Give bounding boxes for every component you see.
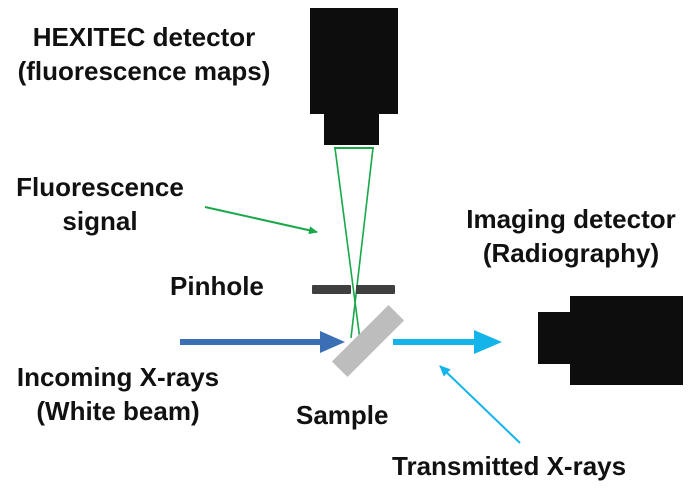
pinhole-plate-right xyxy=(356,285,395,294)
sample-label: Sample xyxy=(296,400,389,430)
imaging-detector-nose xyxy=(538,312,574,364)
sample-plate xyxy=(331,304,405,378)
fluorescence-cone-top xyxy=(334,147,374,149)
fluorescence-signal-label-line1: Fluorescence xyxy=(16,172,184,202)
incoming-beam-head xyxy=(320,331,345,353)
hexitec-detector-nose xyxy=(324,114,379,145)
imaging-detector-label-line2: (Radiography) xyxy=(482,238,660,268)
hexitec-detector-label-line1: HEXITEC detector xyxy=(32,22,256,52)
fluorescence-ray-right xyxy=(350,147,374,339)
fluorescence-cone xyxy=(334,147,374,341)
transmitted-beam-shaft xyxy=(393,339,479,345)
pinhole-plate-left xyxy=(312,285,351,294)
fluorescence-ray-left xyxy=(334,147,361,341)
imaging-detector xyxy=(538,296,683,385)
imaging-detector-label: Imaging detector (Radiography) xyxy=(446,202,696,270)
incoming-xrays-label: Incoming X-rays (White beam) xyxy=(0,360,236,428)
transmitted-beam-head xyxy=(474,330,502,354)
hexitec-detector xyxy=(310,8,398,145)
transmitted-xrays-label: Transmitted X-rays xyxy=(392,451,627,481)
incoming-xrays-label-line1: Incoming X-rays xyxy=(16,362,220,392)
imaging-detector-body xyxy=(570,296,683,385)
fluorescence-signal-label: Fluorescence signal xyxy=(0,170,200,238)
pinhole-label: Pinhole xyxy=(170,271,264,301)
imaging-detector-label-line1: Imaging detector xyxy=(466,204,676,234)
incoming-xrays-label-line2: (White beam) xyxy=(36,396,200,426)
fluorescence-signal-label-line2: signal xyxy=(62,206,138,236)
sample xyxy=(331,304,405,378)
fluorescence-signal-pointer xyxy=(204,206,318,235)
hexitec-detector-body xyxy=(310,8,398,114)
transmitted-beam-arrow xyxy=(393,330,502,354)
hexitec-detector-label-line2: (fluorescence maps) xyxy=(17,56,271,86)
hexitec-detector-label: HEXITEC detector (fluorescence maps) xyxy=(8,20,280,88)
transmitted-xrays-pointer xyxy=(439,365,521,444)
incoming-beam-shaft xyxy=(180,339,326,345)
incoming-beam-arrow xyxy=(180,331,345,353)
pinhole xyxy=(312,285,395,294)
